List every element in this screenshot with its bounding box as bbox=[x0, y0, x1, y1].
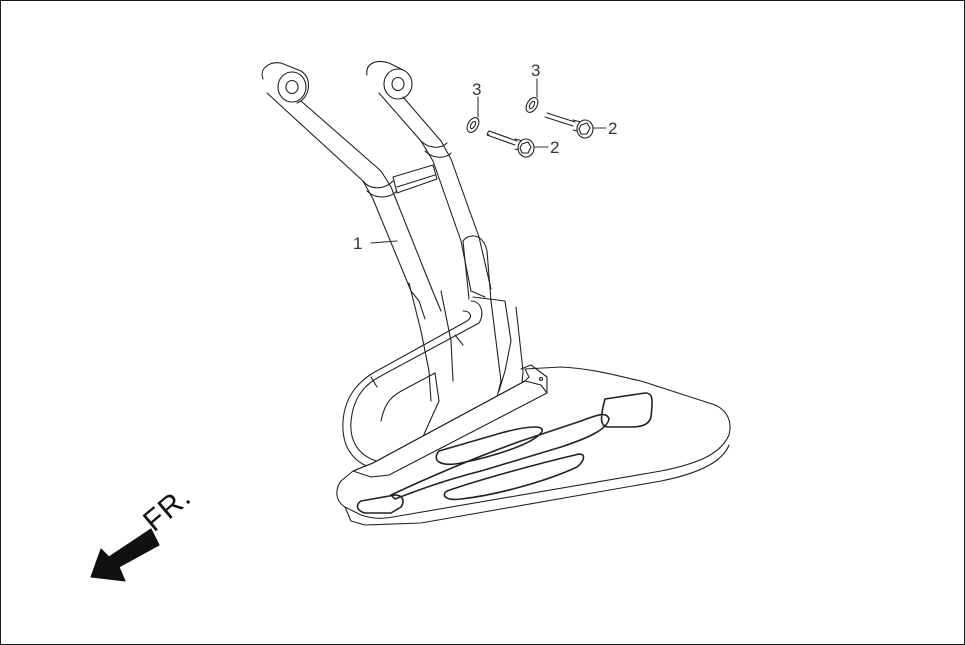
footboard-pad-inner bbox=[390, 413, 610, 500]
footboard-pad-long bbox=[443, 453, 585, 501]
bolt-right bbox=[544, 112, 607, 139]
washer-left bbox=[466, 96, 480, 133]
callout-3a: 3 bbox=[472, 80, 482, 99]
front-direction-arrow bbox=[90, 528, 160, 582]
frame-lower-section bbox=[408, 235, 524, 402]
footboard-pad-front bbox=[356, 494, 404, 514]
footboard-pad-center bbox=[435, 426, 544, 466]
frame-left-arm bbox=[261, 62, 442, 320]
callout-2a: 2 bbox=[550, 138, 560, 157]
callout-3b: 3 bbox=[531, 61, 541, 80]
frame-u-loop bbox=[342, 300, 483, 472]
footboard bbox=[336, 364, 731, 526]
frame-cross-brace bbox=[392, 164, 438, 194]
bolt-left bbox=[486, 130, 549, 158]
footboard-pad-rear bbox=[600, 392, 653, 428]
leader-line-1 bbox=[370, 240, 398, 244]
callout-2b: 2 bbox=[608, 119, 618, 138]
callout-1: 1 bbox=[353, 234, 363, 253]
frame-right-arm bbox=[366, 60, 492, 298]
washer-right bbox=[525, 78, 539, 113]
